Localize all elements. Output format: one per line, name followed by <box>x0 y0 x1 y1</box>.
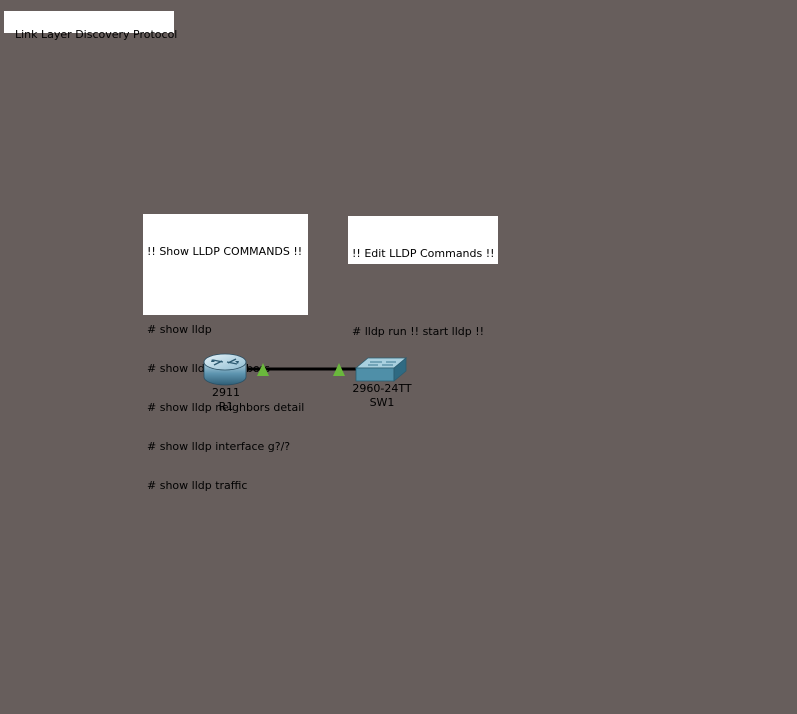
router-icon[interactable] <box>203 353 247 386</box>
port-status-up-icon <box>257 363 269 376</box>
title-note[interactable]: Link Layer Discovery Protocol <box>4 11 177 41</box>
router-hostname-label: R1 <box>218 400 234 413</box>
switch-model-label: 2960-24TT <box>352 382 412 395</box>
router-label: 2911 R1 <box>196 386 256 414</box>
note-line: !! Show LLDP COMMANDS !! <box>147 245 303 258</box>
switch-icon[interactable] <box>354 357 408 382</box>
note-line: # show lldp neighbors detail <box>147 401 305 414</box>
note-line: # show lldp <box>147 323 212 336</box>
edit-lldp-commands-note[interactable]: !! Edit LLDP Commands !! # lldp run !! s… <box>348 216 498 338</box>
router-model-label: 2911 <box>212 386 240 399</box>
switch-label: 2960-24TT SW1 <box>342 382 422 410</box>
port-status-up-icon <box>333 363 345 376</box>
title-note-text: Link Layer Discovery Protocol <box>15 28 178 41</box>
note-line: # show lldp traffic <box>147 479 248 492</box>
note-line: # lldp run !! start lldp !! <box>352 325 485 338</box>
note-line: !! Edit LLDP Commands !! <box>352 247 495 260</box>
switch-hostname-label: SW1 <box>369 396 395 409</box>
note-line: # show lldp interface g?/? <box>147 440 291 453</box>
